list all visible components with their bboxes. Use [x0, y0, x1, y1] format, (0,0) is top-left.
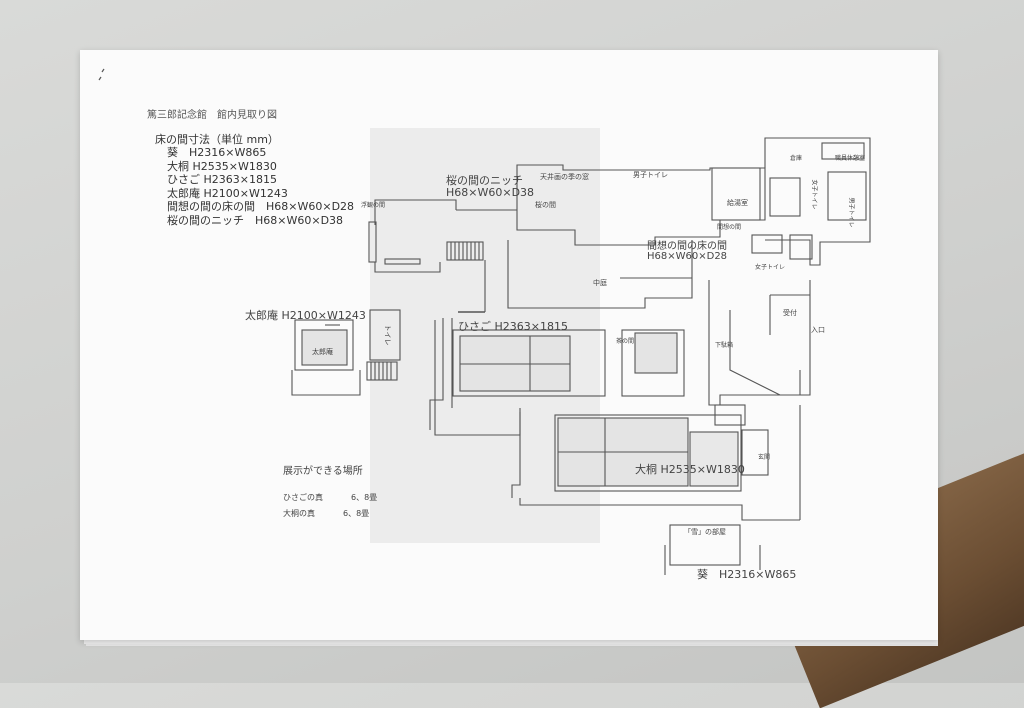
plan-label-ukon: 浮観の間 — [361, 202, 386, 209]
section-heading: 床の間寸法（単位 mm） — [155, 133, 279, 146]
exhibit-row: ひさごの真 6、8畳 — [283, 490, 377, 506]
exhibit-place: 大桐の真 — [283, 509, 315, 518]
plan-label-hisago: ひさご H2363×1815 — [458, 320, 568, 333]
pen-mark-icon — [98, 68, 105, 81]
floor-plan-drawing — [291, 128, 871, 575]
plan-label-genkan: 玄関 — [758, 454, 771, 461]
plan-label-maso-dim: H68×W60×D28 — [647, 251, 728, 262]
dimension-item: 太郎庵 H2100×W1243 — [167, 186, 288, 200]
plan-label-corridor: 下駄箱 — [715, 342, 734, 349]
floor-plan-sheet: 篤三郎記念館 館内見取り図 床の間寸法（単位 mm） 葵 H2316×W865 … — [80, 50, 938, 640]
plan-label-maso: 間想の間の床の間 — [647, 241, 727, 252]
plan-label-sakura-niche-dim: H68×W60×D38 — [446, 186, 535, 199]
exhibit-list: ひさごの真 6、8畳 大桐の真 6、8畳 — [283, 490, 377, 522]
plan-label-chanoma: 茶の間 — [616, 338, 635, 345]
exhibit-row: 大桐の真 6、8畳 — [283, 506, 377, 522]
plan-label-mens-toilet-2: 男子トイレ — [847, 197, 855, 228]
dimension-item: 葵 H2316×W865 — [167, 146, 267, 159]
plan-label-mens-toilet: 男子トイレ — [633, 171, 668, 179]
dimension-item: 間想の間の床の間 H68×W60×D28 — [167, 200, 355, 214]
plan-label-storage: 倉庫 — [790, 155, 803, 162]
plan-label-entrance: 入口 — [811, 326, 825, 334]
dimension-item: 桜の間のニッチ H68×W60×D38 — [167, 213, 344, 227]
plan-label-taroan: 太郎庵 H2100×W1243 — [245, 309, 366, 322]
plan-label-staff-room: 職員休憩室 — [835, 155, 866, 162]
plan-label-reception: 受付 — [783, 309, 797, 317]
plan-label-womens-toilet: 女子トイレ — [810, 179, 818, 210]
exhibit-value: 6、8畳 — [343, 509, 370, 518]
dimension-list: 葵 H2316×W865 大桐 H2535×W1830 ひさご H2363×18… — [167, 146, 354, 228]
exhibit-heading: 展示ができる場所 — [283, 466, 363, 477]
plan-label-toilet: トイレ — [383, 324, 392, 346]
plan-label-aoi: 葵 H2316×W865 — [697, 568, 797, 581]
plan-label-yuki-room: 「雪」の部屋 — [684, 528, 726, 536]
plan-label-sakura-niche: 桜の間のニッチ — [446, 174, 523, 187]
plan-label-taroan-room: 太郎庵 — [312, 348, 333, 356]
plan-label-okiri: 大桐 H2535×W1830 — [635, 463, 745, 476]
plan-label-kyuto: 給湯室 — [727, 199, 748, 207]
exhibit-value: 6、8畳 — [351, 493, 378, 502]
dimension-item: ひさご H2363×1815 — [167, 173, 277, 187]
dimension-item: 大桐 H2535×W1830 — [167, 159, 277, 173]
exhibit-place: ひさごの真 — [283, 493, 323, 502]
document-title: 篤三郎記念館 館内見取り図 — [147, 110, 277, 121]
plan-label-womens-toilet-2: 女子トイレ — [755, 264, 786, 271]
plan-label-tenjo: 天井画の季の窓 — [540, 173, 589, 181]
plan-label-courtyard: 中庭 — [593, 279, 607, 287]
plan-label-sakura-room: 桜の間 — [535, 201, 556, 209]
plan-label-maso-room: 間想の間 — [717, 224, 742, 231]
